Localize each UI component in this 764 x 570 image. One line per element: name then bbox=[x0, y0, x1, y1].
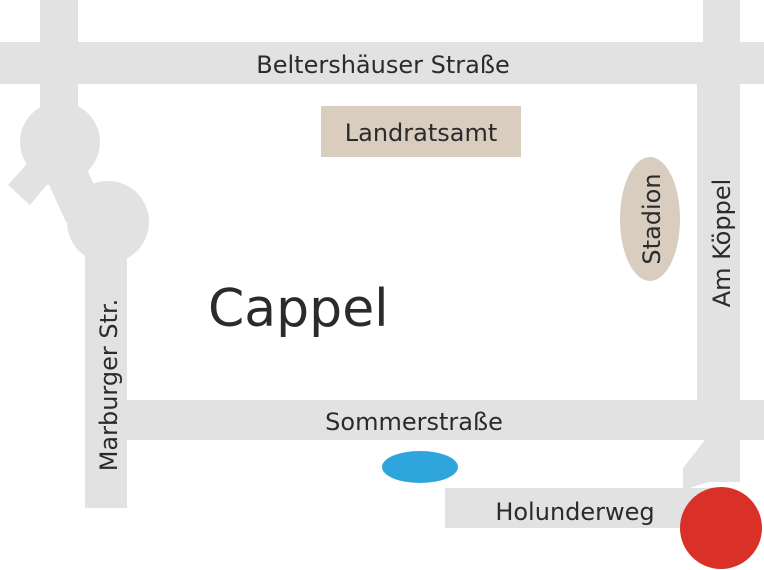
pond-water bbox=[382, 451, 458, 483]
road-sommerstrasse bbox=[127, 400, 764, 440]
label-holunderweg: Holunderweg bbox=[495, 498, 654, 526]
road-am-koeppel-upper bbox=[703, 0, 740, 84]
label-town-cappel: Cappel bbox=[208, 279, 389, 339]
label-stadion: Stadion bbox=[638, 173, 666, 264]
road-holunderweg-curve bbox=[683, 440, 740, 490]
label-am-koeppel: Am Köppel bbox=[708, 179, 736, 308]
roundabout-south bbox=[67, 181, 149, 263]
destination-marker[interactable] bbox=[680, 487, 762, 569]
road-marburger-lower bbox=[85, 215, 127, 508]
label-beltershaeuser-strasse: Beltershäuser Straße bbox=[256, 51, 509, 79]
label-landratsamt: Landratsamt bbox=[345, 119, 498, 147]
road-holunderweg bbox=[445, 488, 725, 528]
road-network bbox=[0, 0, 764, 528]
road-am-koeppel bbox=[697, 84, 740, 400]
stadion-area bbox=[620, 157, 680, 281]
road-beltershaeuser-strasse bbox=[0, 42, 764, 84]
road-west-spur bbox=[8, 155, 55, 205]
label-sommerstrasse: Sommerstraße bbox=[325, 408, 503, 436]
label-marburger-strasse: Marburger Str. bbox=[95, 299, 123, 472]
landratsamt-building bbox=[321, 106, 521, 157]
